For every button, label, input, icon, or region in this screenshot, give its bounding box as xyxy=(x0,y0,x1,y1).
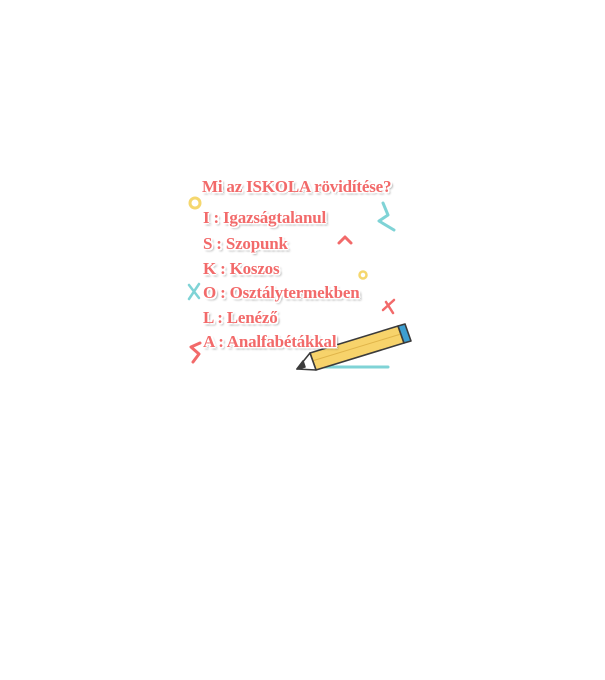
red-caret-decoration xyxy=(337,235,353,245)
acronym-line-i: I : Igazságtalanul xyxy=(203,208,326,227)
pencil-icon xyxy=(296,323,412,371)
red-zigzag-decoration xyxy=(189,341,202,364)
question-title: Mi az ISKOLA rövidítése? xyxy=(202,177,392,196)
yellow-ring-decoration xyxy=(188,196,202,210)
acronym-line-a: A : Analfabétákkal xyxy=(203,332,337,351)
acronym-line-s: S : Szopunk xyxy=(203,234,288,253)
acronym-line-o: O : Osztálytermekben xyxy=(203,283,360,302)
acronym-line-k: K : Koszos xyxy=(203,259,280,278)
teal-cross-decoration xyxy=(187,282,201,301)
red-cross-decoration xyxy=(381,298,396,315)
small-yellow-ring-decoration xyxy=(358,270,368,280)
acronym-line-l: L : Lenéző xyxy=(203,308,278,327)
teal-zigzag-decoration xyxy=(377,201,396,232)
